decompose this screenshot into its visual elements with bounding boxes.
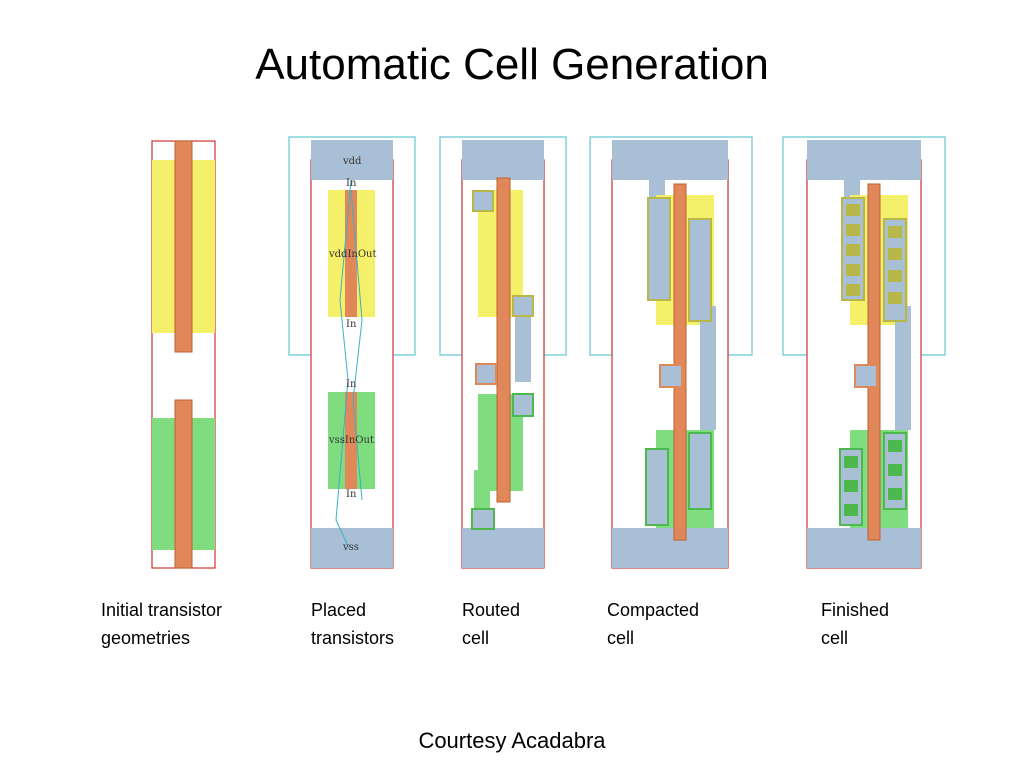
poly-gate [867, 183, 881, 541]
poly-contact [854, 364, 878, 388]
contact [471, 508, 495, 530]
poly-gate [673, 183, 687, 541]
contact-cut [846, 264, 860, 276]
ratsnest-line [350, 189, 363, 501]
contact [512, 393, 534, 417]
contact-cut [888, 488, 902, 500]
net-label: In [346, 379, 357, 390]
vss-rail [462, 528, 544, 568]
caption-line: Finished [821, 600, 890, 620]
caption-line: Routed [462, 600, 521, 620]
poly-gate-bottom [174, 399, 193, 569]
metal-output [895, 306, 911, 430]
poly-gate [496, 177, 511, 503]
contact-cut [846, 204, 860, 216]
contact-cut [888, 248, 902, 260]
vss-rail [311, 528, 393, 568]
vss-rail [807, 528, 921, 568]
contact [512, 295, 534, 317]
poly-gate-top [174, 140, 193, 353]
caption-line: cell [821, 628, 849, 648]
contact-cut [846, 224, 860, 236]
contact-cut [888, 226, 902, 238]
net-label: vss [342, 542, 359, 553]
caption-compacted: Compacted cell [607, 596, 699, 652]
caption-routed: Routed cell [462, 596, 520, 652]
caption-line: Placed [311, 600, 367, 620]
contact-cut [844, 456, 858, 468]
credit-line: Courtesy Acadabra [418, 728, 606, 753]
net-label: In [346, 178, 357, 189]
caption-placed: Placed transistors [311, 596, 394, 652]
caption-line: cell [462, 628, 490, 648]
caption-finished: Finished cell [821, 596, 889, 652]
caption-line: geometries [101, 628, 191, 648]
contact-cut [888, 270, 902, 282]
caption-line: transistors [311, 628, 395, 648]
contact-cut [888, 464, 902, 476]
net-label: In [346, 489, 357, 500]
caption-line: cell [607, 628, 635, 648]
contact-cut [888, 440, 902, 452]
vdd-rail [807, 140, 921, 180]
contact-strip [647, 197, 671, 301]
net-label: In [346, 319, 357, 330]
vdd-rail [311, 140, 393, 180]
metal-strap [844, 180, 860, 198]
vss-rail [612, 528, 728, 568]
net-label: vdd [342, 156, 362, 167]
contact-strip [645, 448, 669, 526]
slide-title: Automatic Cell Generation [255, 40, 769, 89]
net-label: vddInOut [328, 249, 377, 260]
poly-contact [659, 364, 683, 388]
metal-output [700, 306, 716, 430]
contact-cut [846, 244, 860, 256]
metal-output [515, 296, 531, 382]
n-diffusion-stub [474, 470, 490, 515]
contact [472, 190, 494, 212]
contact-cut [888, 292, 902, 304]
vdd-rail [612, 140, 728, 180]
poly-contact [475, 363, 497, 385]
caption-line: Compacted [607, 600, 700, 620]
contact-cut [844, 480, 858, 492]
caption-line: Initial transistor [101, 600, 223, 620]
net-label: vssInOut [328, 435, 374, 446]
contact-cut [846, 284, 860, 296]
contact-cut [844, 504, 858, 516]
vdd-rail [462, 140, 544, 180]
ratsnest-line [335, 179, 352, 549]
contact-strip [688, 432, 712, 510]
caption-initial: Initial transistor geometries [101, 596, 222, 652]
contact-strip [688, 218, 712, 322]
